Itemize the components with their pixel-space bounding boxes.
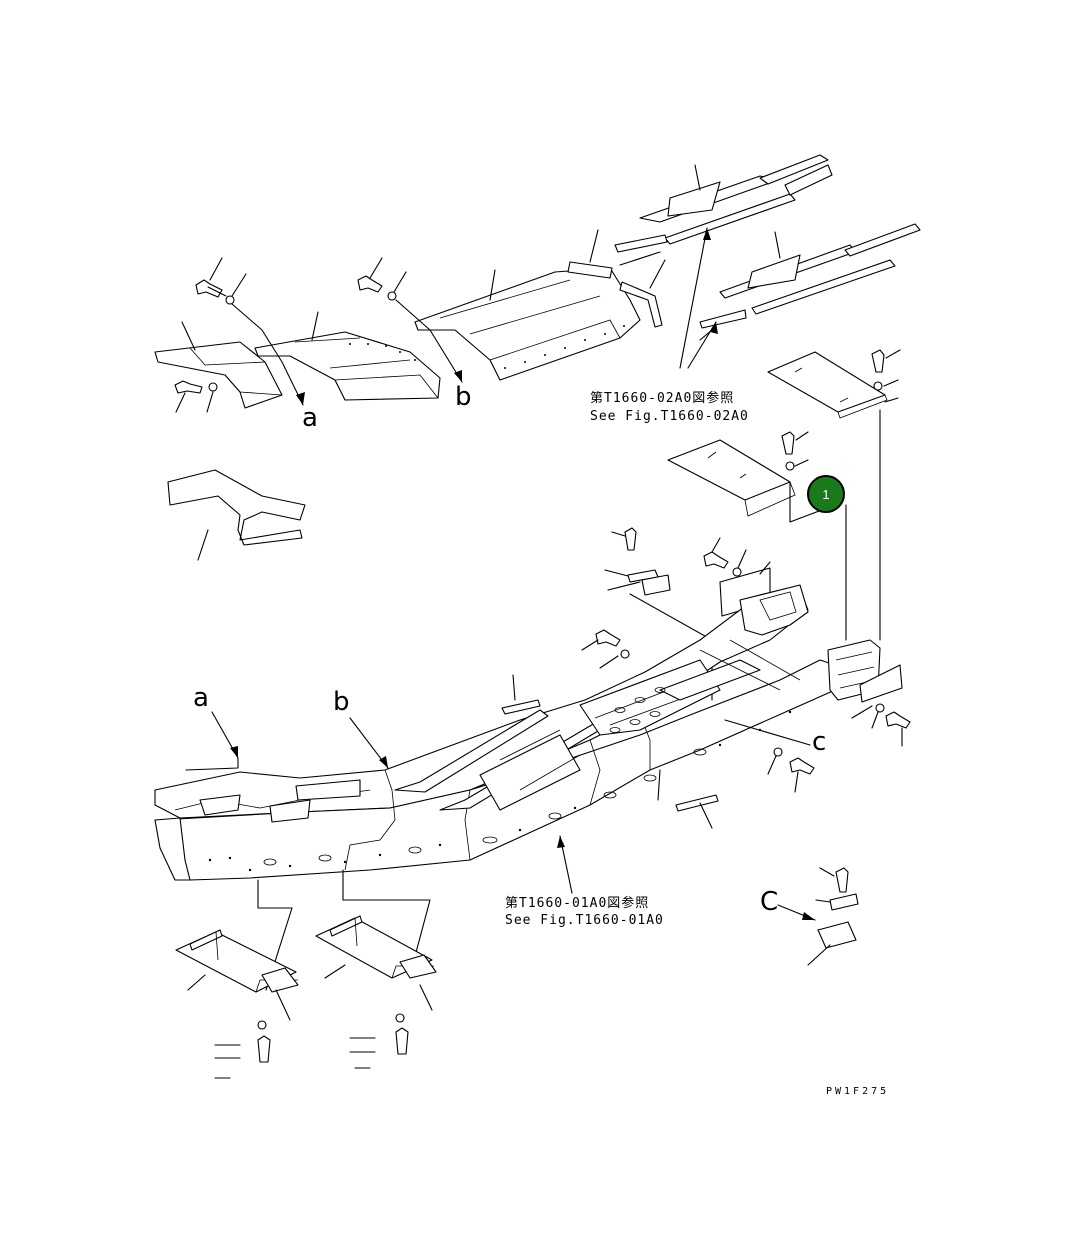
callout-1: 1: [807, 475, 845, 513]
skid-leader-left: [257, 879, 293, 991]
ref-arrow-top-2: [710, 322, 718, 334]
leader-b: [395, 299, 463, 383]
view-label-a-top: a: [302, 403, 318, 433]
drawing-code: PW1F275: [826, 1086, 889, 1097]
ref-top-jp: 第T1660-02A0図参照: [590, 390, 734, 406]
ref-leader-top: [679, 227, 717, 369]
leader-c-frame: [724, 719, 811, 746]
strip-set-lower: [699, 223, 921, 341]
leader-a: [231, 303, 304, 406]
skid-leader-right: [342, 869, 431, 976]
cover-right-middle: [667, 431, 809, 517]
bolt-a-lower: [174, 380, 218, 413]
skid-plate-left: [175, 929, 299, 1079]
bolts-frame-right: [767, 703, 911, 793]
ref-bottom-en: See Fig.T1660-01A0: [505, 913, 664, 928]
ref-arrow-top-1: [703, 228, 711, 240]
bolt-b: [357, 257, 407, 301]
strip-set-upper: [614, 154, 833, 266]
rubber-sheet: [167, 469, 306, 561]
view-label-a-bottom: a: [193, 683, 209, 713]
cover-right-upper: [767, 349, 901, 419]
view-label-c-frame: c: [812, 727, 826, 757]
arrow-a: [296, 392, 305, 405]
ref-arrow-bottom: [557, 836, 565, 848]
view-label-b-top: b: [455, 382, 472, 412]
cover-panel-a-right: [254, 311, 441, 401]
arrow-b-bottom-head: [379, 756, 388, 768]
ref-bottom-jp: 第T1660-01A0図参照: [505, 895, 649, 911]
arrow-b: [454, 370, 462, 382]
view-label-c-detail: C: [760, 887, 778, 917]
arrow-a-bottom-head: [230, 746, 238, 758]
skid-plate-right: [315, 915, 437, 1069]
callout-number: 1: [822, 487, 829, 502]
callout-vertical-leader: [845, 409, 881, 641]
view-a-bracket: [185, 757, 239, 771]
detail-c: [777, 867, 859, 966]
cover-panel-a-left: [154, 321, 283, 409]
cover-panel-b: [414, 229, 666, 381]
view-label-b-bottom: b: [333, 687, 350, 717]
bolt-a-upper: [195, 257, 247, 305]
main-frame: [154, 584, 903, 881]
ref-top-en: See Fig.T1660-02A0: [590, 409, 749, 424]
